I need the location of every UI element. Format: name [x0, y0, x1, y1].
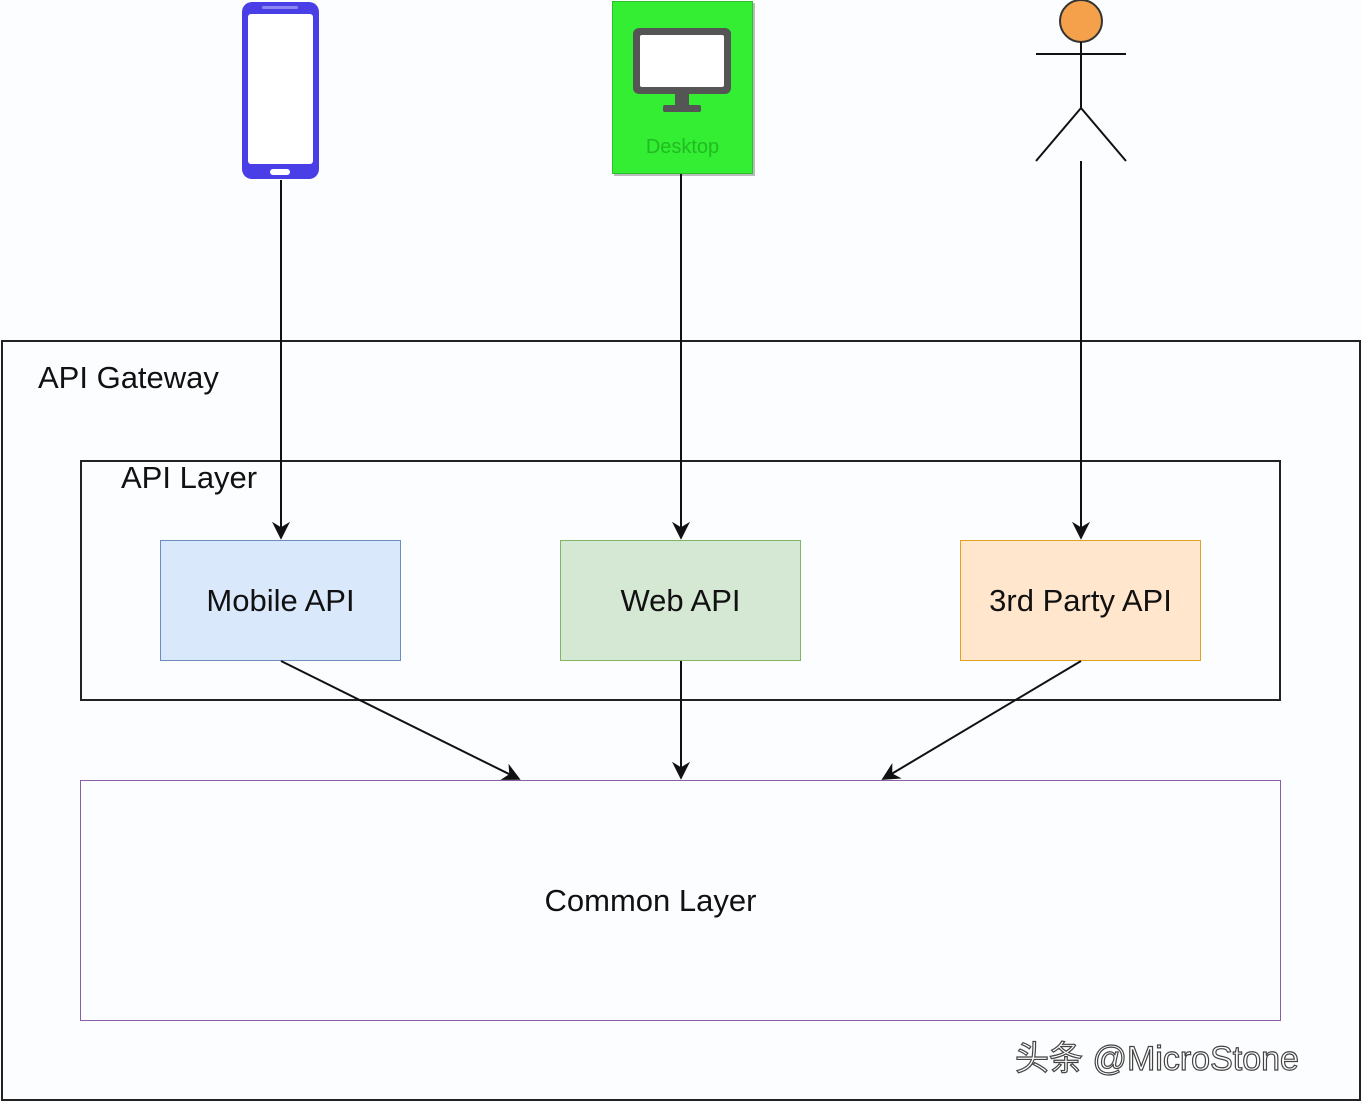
web-api-box: Web API [560, 540, 801, 661]
api-layer-label: API Layer [121, 460, 258, 495]
watermark-text: 头条 @MicroStone [1014, 1039, 1299, 1078]
third-party-api-label: 3rd Party API [989, 582, 1172, 618]
arrow-third-party-api-to-common [881, 660, 1082, 780]
mobile-api-box: Mobile API [160, 540, 401, 661]
common-layer-label: Common Layer [544, 882, 757, 918]
mobile-api-label: Mobile API [206, 582, 355, 618]
common-layer-box: Common Layer [80, 780, 1281, 1021]
api-gateway-label: API Gateway [38, 360, 219, 395]
user-actor-icon [1035, 0, 1127, 162]
arrow-mobile-api-to-common [280, 660, 521, 780]
desktop-label: Desktop [645, 136, 720, 158]
web-api-label: Web API [620, 582, 741, 618]
mobile-phone-icon [242, 2, 319, 179]
third-party-api-box: 3rd Party API [960, 540, 1201, 661]
desktop-client: Desktop [612, 1, 753, 174]
desktop-monitor-icon [633, 28, 731, 112]
